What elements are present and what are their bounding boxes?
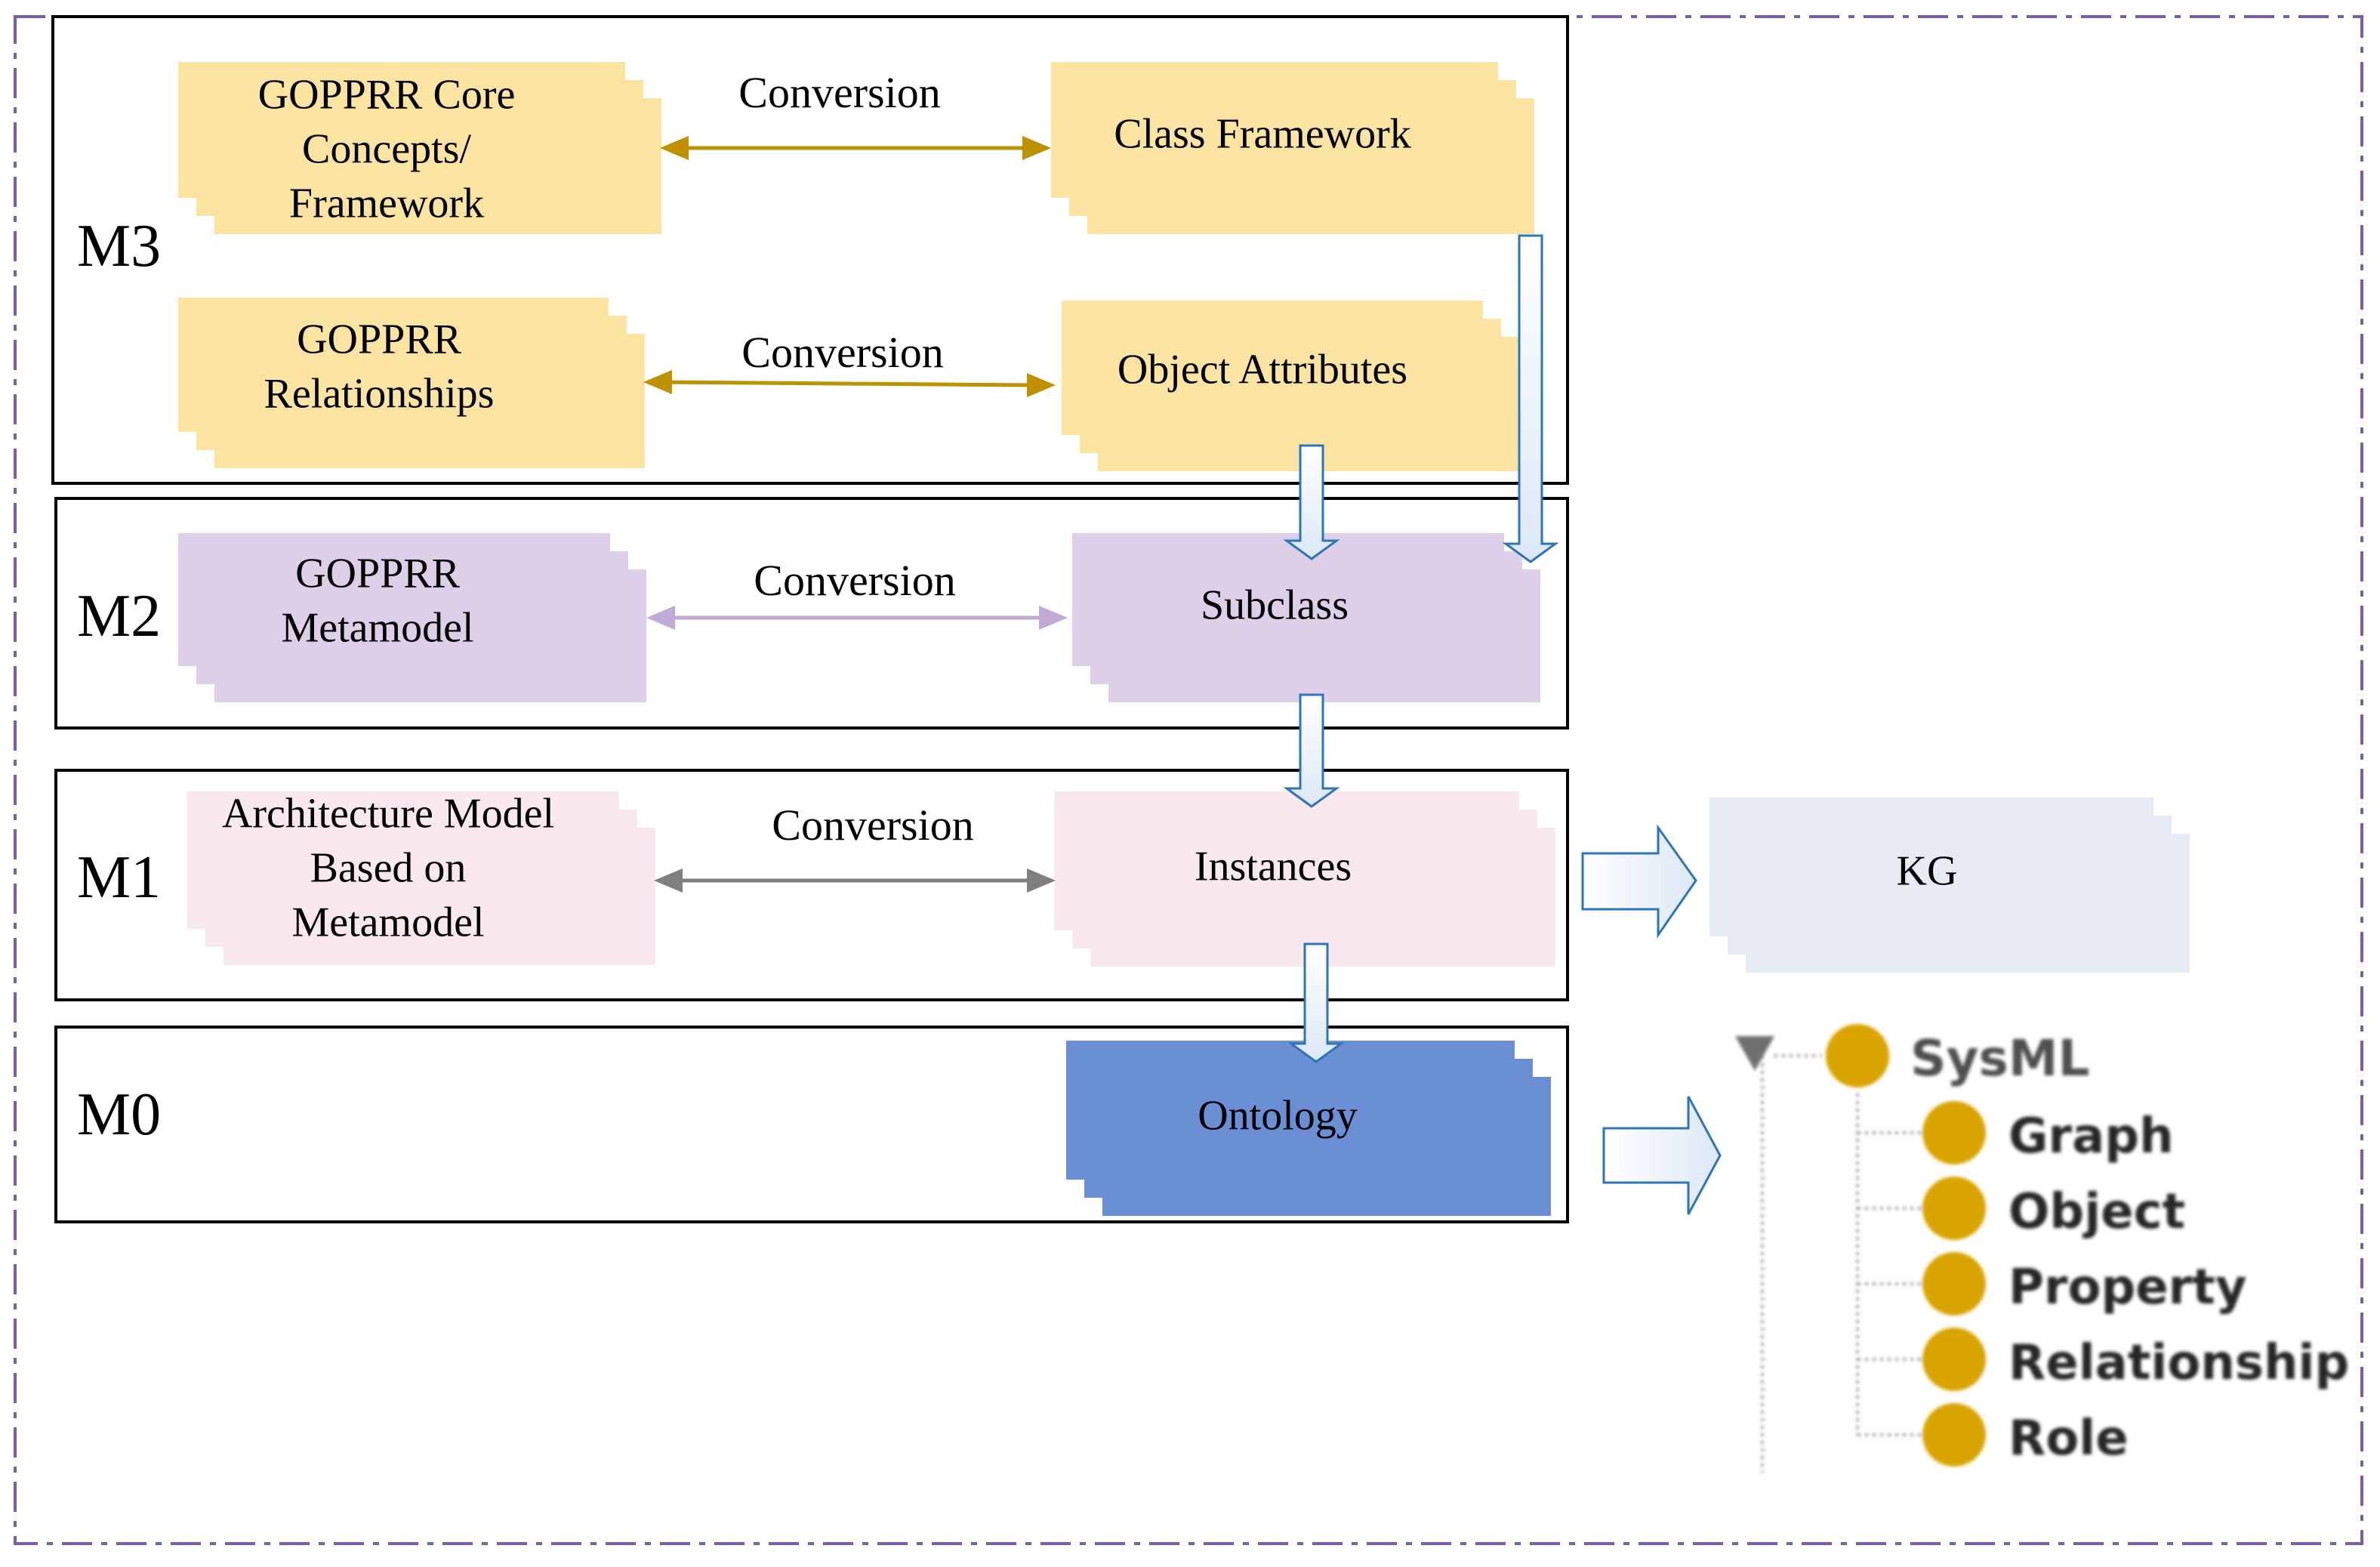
box-object-attributes-label-line-1: Object Attributes [1118,347,1407,393]
tree-expand-triangle-icon[interactable] [1735,1036,1774,1071]
level-label-m1: M1 [77,844,161,911]
box-gopprr-metamodel-label-line-2: Metamodel [281,605,473,652]
box-gopprr-core-concepts-label-line-1: GOPPRR Core [258,72,516,119]
tree-node-relationship-label[interactable]: Relationship [2009,1335,2349,1391]
level-label-m0: M0 [77,1081,161,1148]
down-arrow-class-framework-to-subclass [1502,234,1559,563]
conversion-label-m1: Conversion [772,800,973,850]
tree-node-role-icon [1922,1403,1986,1467]
tree-node-root-icon [1826,1024,1889,1087]
box-architecture-model-label-line-2: Based on [310,845,467,892]
box-gopprr-relationships: GOPPRR Relationships [178,298,645,468]
tree-node-relationship-icon [1922,1328,1986,1391]
box-gopprr-metamodel-label-line-1: GOPPRR [295,551,461,597]
tree-node-property-icon [1922,1252,1986,1316]
tree-node-graph-label[interactable]: Graph [2009,1109,2174,1164]
box-architecture-model-label-line-1: Architecture Model [222,791,554,837]
box-architecture-model-label-line-3: Metamodel [291,899,484,946]
tree-node-object-label[interactable]: Object [2009,1184,2185,1240]
box-object-attributes: Object Attributes [1062,301,1519,471]
tree-node-root-label[interactable]: SysML [1910,1029,2090,1087]
level-label-m3: M3 [77,213,161,279]
box-gopprr-relationships-label-line-2: Relationships [264,371,495,418]
box-class-framework-label-line-1: Class Framework [1114,111,1411,158]
box-gopprr-core-concepts-label-line-2: Concepts/ [302,126,471,173]
down-arrow-subclass-to-instances [1283,693,1340,808]
box-class-framework: Class Framework [1051,62,1534,234]
box-subclass: Subclass [1072,533,1540,702]
conversion-arrow-m1 [654,868,1056,893]
conversion-arrow-m2 [646,606,1068,630]
tree-node-property-label[interactable]: Property [2009,1260,2247,1316]
box-kg: KG [1709,797,2190,973]
conversion-label-m3-top: Conversion [738,68,940,117]
m1-level-frame [54,769,1569,1001]
conversion-arrow-m3-top [660,136,1051,160]
box-gopprr-relationships-label-line-1: GOPPRR [297,316,462,363]
m2-level-frame [54,497,1569,730]
box-ontology-label-line-1: Ontology [1198,1093,1358,1140]
down-arrow-object-attributes-to-subclass [1283,444,1340,560]
box-instances: Instances [1054,791,1555,967]
sysml-ontology-tree: SysML GraphObjectPropertyRelationshipRol… [1735,1024,2349,1473]
level-label-m2: M2 [77,583,161,649]
box-gopprr-core-concepts-label-line-3: Framework [289,180,484,227]
conversion-arrow-m3-bottom [643,370,1056,397]
outer-dashed-frame [14,15,2363,1545]
box-instances-label-line-1: Instances [1195,844,1352,890]
conversion-label-m2: Conversion [754,556,955,605]
right-arrow-m1-to-kg [1581,824,1697,939]
box-kg-label-line-1: KG [1897,848,1958,895]
tree-node-object-icon [1922,1177,1986,1240]
box-subclass-label-line-1: Subclass [1201,582,1349,629]
box-gopprr-metamodel: GOPPRR Metamodel [178,533,646,702]
box-ontology: Ontology [1066,1041,1551,1216]
conversion-label-m3-bottom: Conversion [741,328,943,377]
right-arrow-m0-to-tree [1602,1096,1722,1215]
tree-node-role-label[interactable]: Role [2009,1411,2129,1467]
down-arrow-instances-to-ontology [1287,942,1345,1063]
tree-node-graph-icon [1922,1101,1986,1164]
m3-level-frame [51,15,1569,485]
m0-level-frame [54,1026,1569,1223]
